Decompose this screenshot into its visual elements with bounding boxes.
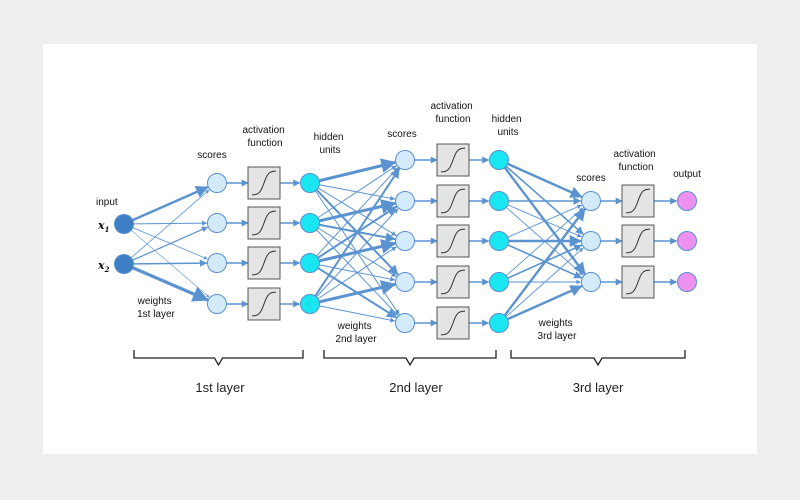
layer-title-3rd: 3rd layer bbox=[573, 380, 624, 395]
edge-l3 bbox=[503, 208, 586, 317]
activation-boxes bbox=[247, 143, 655, 340]
activation-function-label-2: activation function bbox=[430, 101, 475, 125]
output-node-1 bbox=[677, 191, 697, 211]
edge-l2 bbox=[317, 280, 397, 304]
input-label: input bbox=[96, 197, 118, 208]
edge-l3 bbox=[507, 204, 582, 238]
input-node-2 bbox=[114, 254, 134, 274]
score-node-l2-5 bbox=[395, 313, 415, 333]
weights-3rd-layer-label: weights 3rd layer bbox=[538, 318, 578, 342]
score-node-l1-3 bbox=[207, 253, 227, 273]
edge-l3 bbox=[505, 247, 584, 318]
score-node-l1-2 bbox=[207, 213, 227, 233]
hidden-node-l1-4 bbox=[300, 294, 320, 314]
x1-label: x1 bbox=[97, 219, 109, 234]
scores-label-1: scores bbox=[197, 150, 226, 161]
activation-box-l1-2 bbox=[247, 206, 281, 240]
activation-sigmoid-curve-l2-5 bbox=[440, 310, 466, 336]
layer-title-1st: 1st layer bbox=[195, 380, 245, 395]
x2-label: x2 bbox=[97, 259, 110, 274]
weights-1st-layer-label: weights 1st layer bbox=[137, 296, 176, 320]
hidden-node-l1-3 bbox=[300, 253, 320, 273]
score-node-l3-2 bbox=[581, 231, 601, 251]
activation-sigmoid-curve-l1-3 bbox=[251, 250, 277, 276]
score-node-l2-1 bbox=[395, 150, 415, 170]
hidden-node-l2-4 bbox=[489, 272, 509, 292]
edge-l2 bbox=[317, 158, 397, 183]
hidden-node-l1-1 bbox=[300, 173, 320, 193]
brace-2nd-layer bbox=[323, 350, 497, 367]
hidden-units-label-2: hidden units bbox=[492, 114, 525, 138]
hidden-units-label-1: hidden units bbox=[314, 132, 347, 156]
output-node-3 bbox=[677, 272, 697, 292]
hidden-node-l2-5 bbox=[489, 313, 509, 333]
hidden-node-l2-1 bbox=[489, 150, 509, 170]
activation-sigmoid-curve-l1-4 bbox=[251, 291, 277, 317]
output-node-2 bbox=[677, 231, 697, 251]
edge-l1 bbox=[131, 185, 209, 222]
brace-3rd-layer bbox=[510, 350, 686, 367]
score-node-l2-4 bbox=[395, 272, 415, 292]
activation-sigmoid-curve-l1-1 bbox=[251, 170, 277, 196]
activation-sigmoid-curve-l3-2 bbox=[625, 228, 651, 254]
input-node-1 bbox=[114, 214, 134, 234]
activation-sigmoid-curve-l2-1 bbox=[440, 147, 466, 173]
output-label: output bbox=[673, 169, 701, 180]
weights-2nd-layer-label: weights 2nd layer bbox=[335, 321, 377, 345]
hidden-node-l2-3 bbox=[489, 231, 509, 251]
edge-l2 bbox=[315, 208, 399, 298]
connection-edges bbox=[130, 156, 678, 327]
activation-sigmoid-curve-l3-1 bbox=[625, 188, 651, 214]
score-node-l1-1 bbox=[207, 173, 227, 193]
edge-l2 bbox=[317, 246, 397, 300]
score-node-l1-4 bbox=[207, 294, 227, 314]
edge-l2 bbox=[317, 165, 397, 219]
brace-1st-layer bbox=[133, 350, 304, 367]
hidden-node-l1-2 bbox=[300, 213, 320, 233]
activation-sigmoid-curve-l2-2 bbox=[440, 188, 466, 214]
activation-sigmoid-curve-l3-3 bbox=[625, 269, 651, 295]
score-node-l3-1 bbox=[581, 191, 601, 211]
edge-l3 bbox=[506, 285, 583, 321]
edge-l2 bbox=[315, 167, 399, 257]
edge-l3 bbox=[506, 162, 583, 198]
score-node-l2-3 bbox=[395, 231, 415, 251]
edge-l1 bbox=[130, 189, 210, 259]
edge-l1 bbox=[132, 226, 208, 261]
score-node-l2-2 bbox=[395, 191, 415, 211]
activation-function-label-3: activation function bbox=[613, 149, 658, 173]
scores-label-2: scores bbox=[387, 129, 416, 140]
activation-sigmoid-curve-l1-2 bbox=[251, 210, 277, 236]
edge-l3 bbox=[505, 207, 584, 277]
edge-l1 bbox=[132, 259, 208, 267]
layer-braces bbox=[133, 350, 686, 367]
scores-label-3: scores bbox=[576, 173, 605, 184]
edge-l1 bbox=[131, 266, 209, 302]
activation-sigmoid-curve-l2-4 bbox=[440, 269, 466, 295]
edge-l2 bbox=[317, 239, 397, 263]
edge-l3 bbox=[505, 165, 584, 235]
network-nodes bbox=[114, 150, 697, 333]
edge-l2 bbox=[314, 167, 401, 298]
activation-box-l3-2 bbox=[621, 224, 655, 258]
layer-title-2nd: 2nd layer bbox=[389, 380, 443, 395]
hidden-node-l2-2 bbox=[489, 191, 509, 211]
score-node-l3-3 bbox=[581, 272, 601, 292]
edge-l2 bbox=[318, 305, 396, 323]
activation-sigmoid-curve-l2-3 bbox=[440, 228, 466, 254]
activation-function-label-1: activation function bbox=[242, 125, 287, 149]
